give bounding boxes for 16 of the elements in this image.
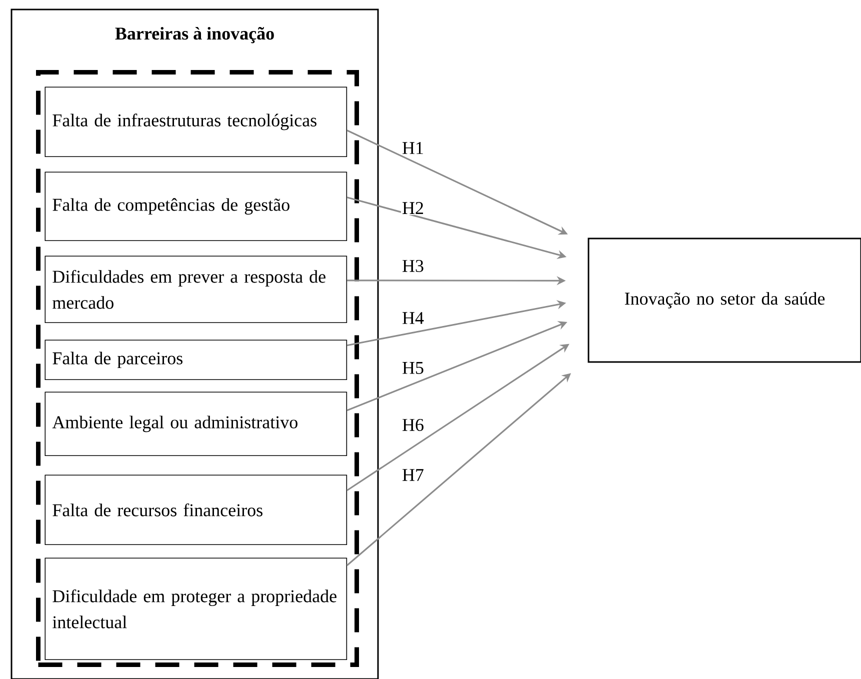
dashed-frame (36, 70, 359, 667)
barrier-box: Falta de parceiros (44, 340, 348, 380)
barrier-box: Falta de recursos financeiros (44, 474, 348, 546)
outcome-box: Inovação no setor da saúde (588, 238, 861, 363)
barrier-box: Falta de infraestruturas tecnológicas (44, 86, 348, 158)
barrier-box: Dificuldade em proteger a propriedade intelectual (44, 558, 348, 660)
edge-label: H5 (401, 361, 425, 375)
barrier-box: Dificuldades em prever a resposta de mercado (44, 256, 348, 324)
edge-label: H4 (401, 311, 425, 325)
edge-label: H2 (401, 201, 425, 215)
barrier-box: Falta de competências de gestão (44, 172, 348, 242)
barrier-box: Ambiente legal ou administrativo (44, 392, 348, 456)
edge-label: H7 (401, 468, 425, 482)
edge-label: H3 (401, 258, 425, 274)
edge-label: H6 (401, 418, 425, 432)
edge-label: H1 (401, 141, 425, 155)
